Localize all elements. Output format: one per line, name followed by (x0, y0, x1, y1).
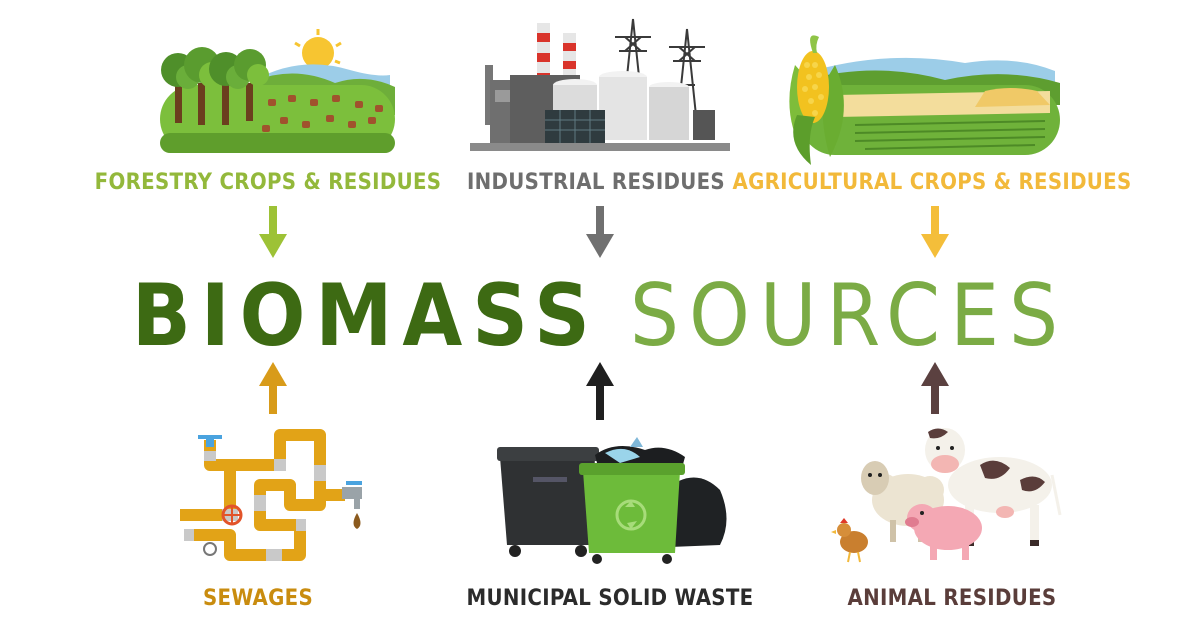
label-municipal: MUNICIPAL SOLID WASTE (466, 586, 754, 611)
title-word-sources: SOURCES (629, 266, 1069, 366)
recycle-icon (625, 501, 637, 529)
label-animal: ANIMAL RESIDUES (847, 586, 1057, 611)
industrial-illustration (470, 18, 730, 151)
label-agricultural: AGRICULTURAL CROPS & RESIDUES (732, 170, 1132, 195)
faucet-icon (342, 481, 362, 529)
animal-illustration (831, 428, 1062, 563)
agricultural-illustration (789, 35, 1060, 165)
page-title: BIOMASS SOURCES (0, 268, 1200, 364)
pipes (180, 429, 345, 561)
sun-icon (294, 29, 342, 69)
arrow-down-agricultural (921, 206, 949, 258)
chicken-icon (831, 518, 868, 563)
arrow-down-industrial (586, 206, 614, 258)
forestry-illustration (160, 29, 395, 153)
label-industrial: INDUSTRIAL RESIDUES (467, 170, 725, 195)
pressure-gauge-icon (203, 542, 217, 556)
wheel-valve-icon (221, 504, 243, 526)
title-word-biomass: BIOMASS (131, 266, 600, 366)
crop-field-rows (854, 120, 1046, 150)
label-sewages: SEWAGES (202, 586, 314, 611)
trees (161, 47, 269, 125)
green-recycle-bin (579, 463, 685, 564)
sewages-illustration (180, 429, 362, 561)
arrow-up-animal (921, 362, 949, 414)
arrow-up-municipal (586, 362, 614, 420)
cow-icon (925, 428, 1062, 546)
tree-stumps (262, 95, 383, 132)
arrow-up-sewages (259, 362, 287, 414)
valve-icon (198, 435, 222, 447)
arrow-down-forestry (259, 206, 287, 258)
municipal-waste-illustration (497, 437, 727, 564)
black-dumpster (497, 447, 599, 557)
label-forestry: FORESTRY CROPS & RESIDUES (94, 170, 442, 195)
pig-icon (905, 504, 982, 560)
corn-icon (789, 35, 844, 165)
